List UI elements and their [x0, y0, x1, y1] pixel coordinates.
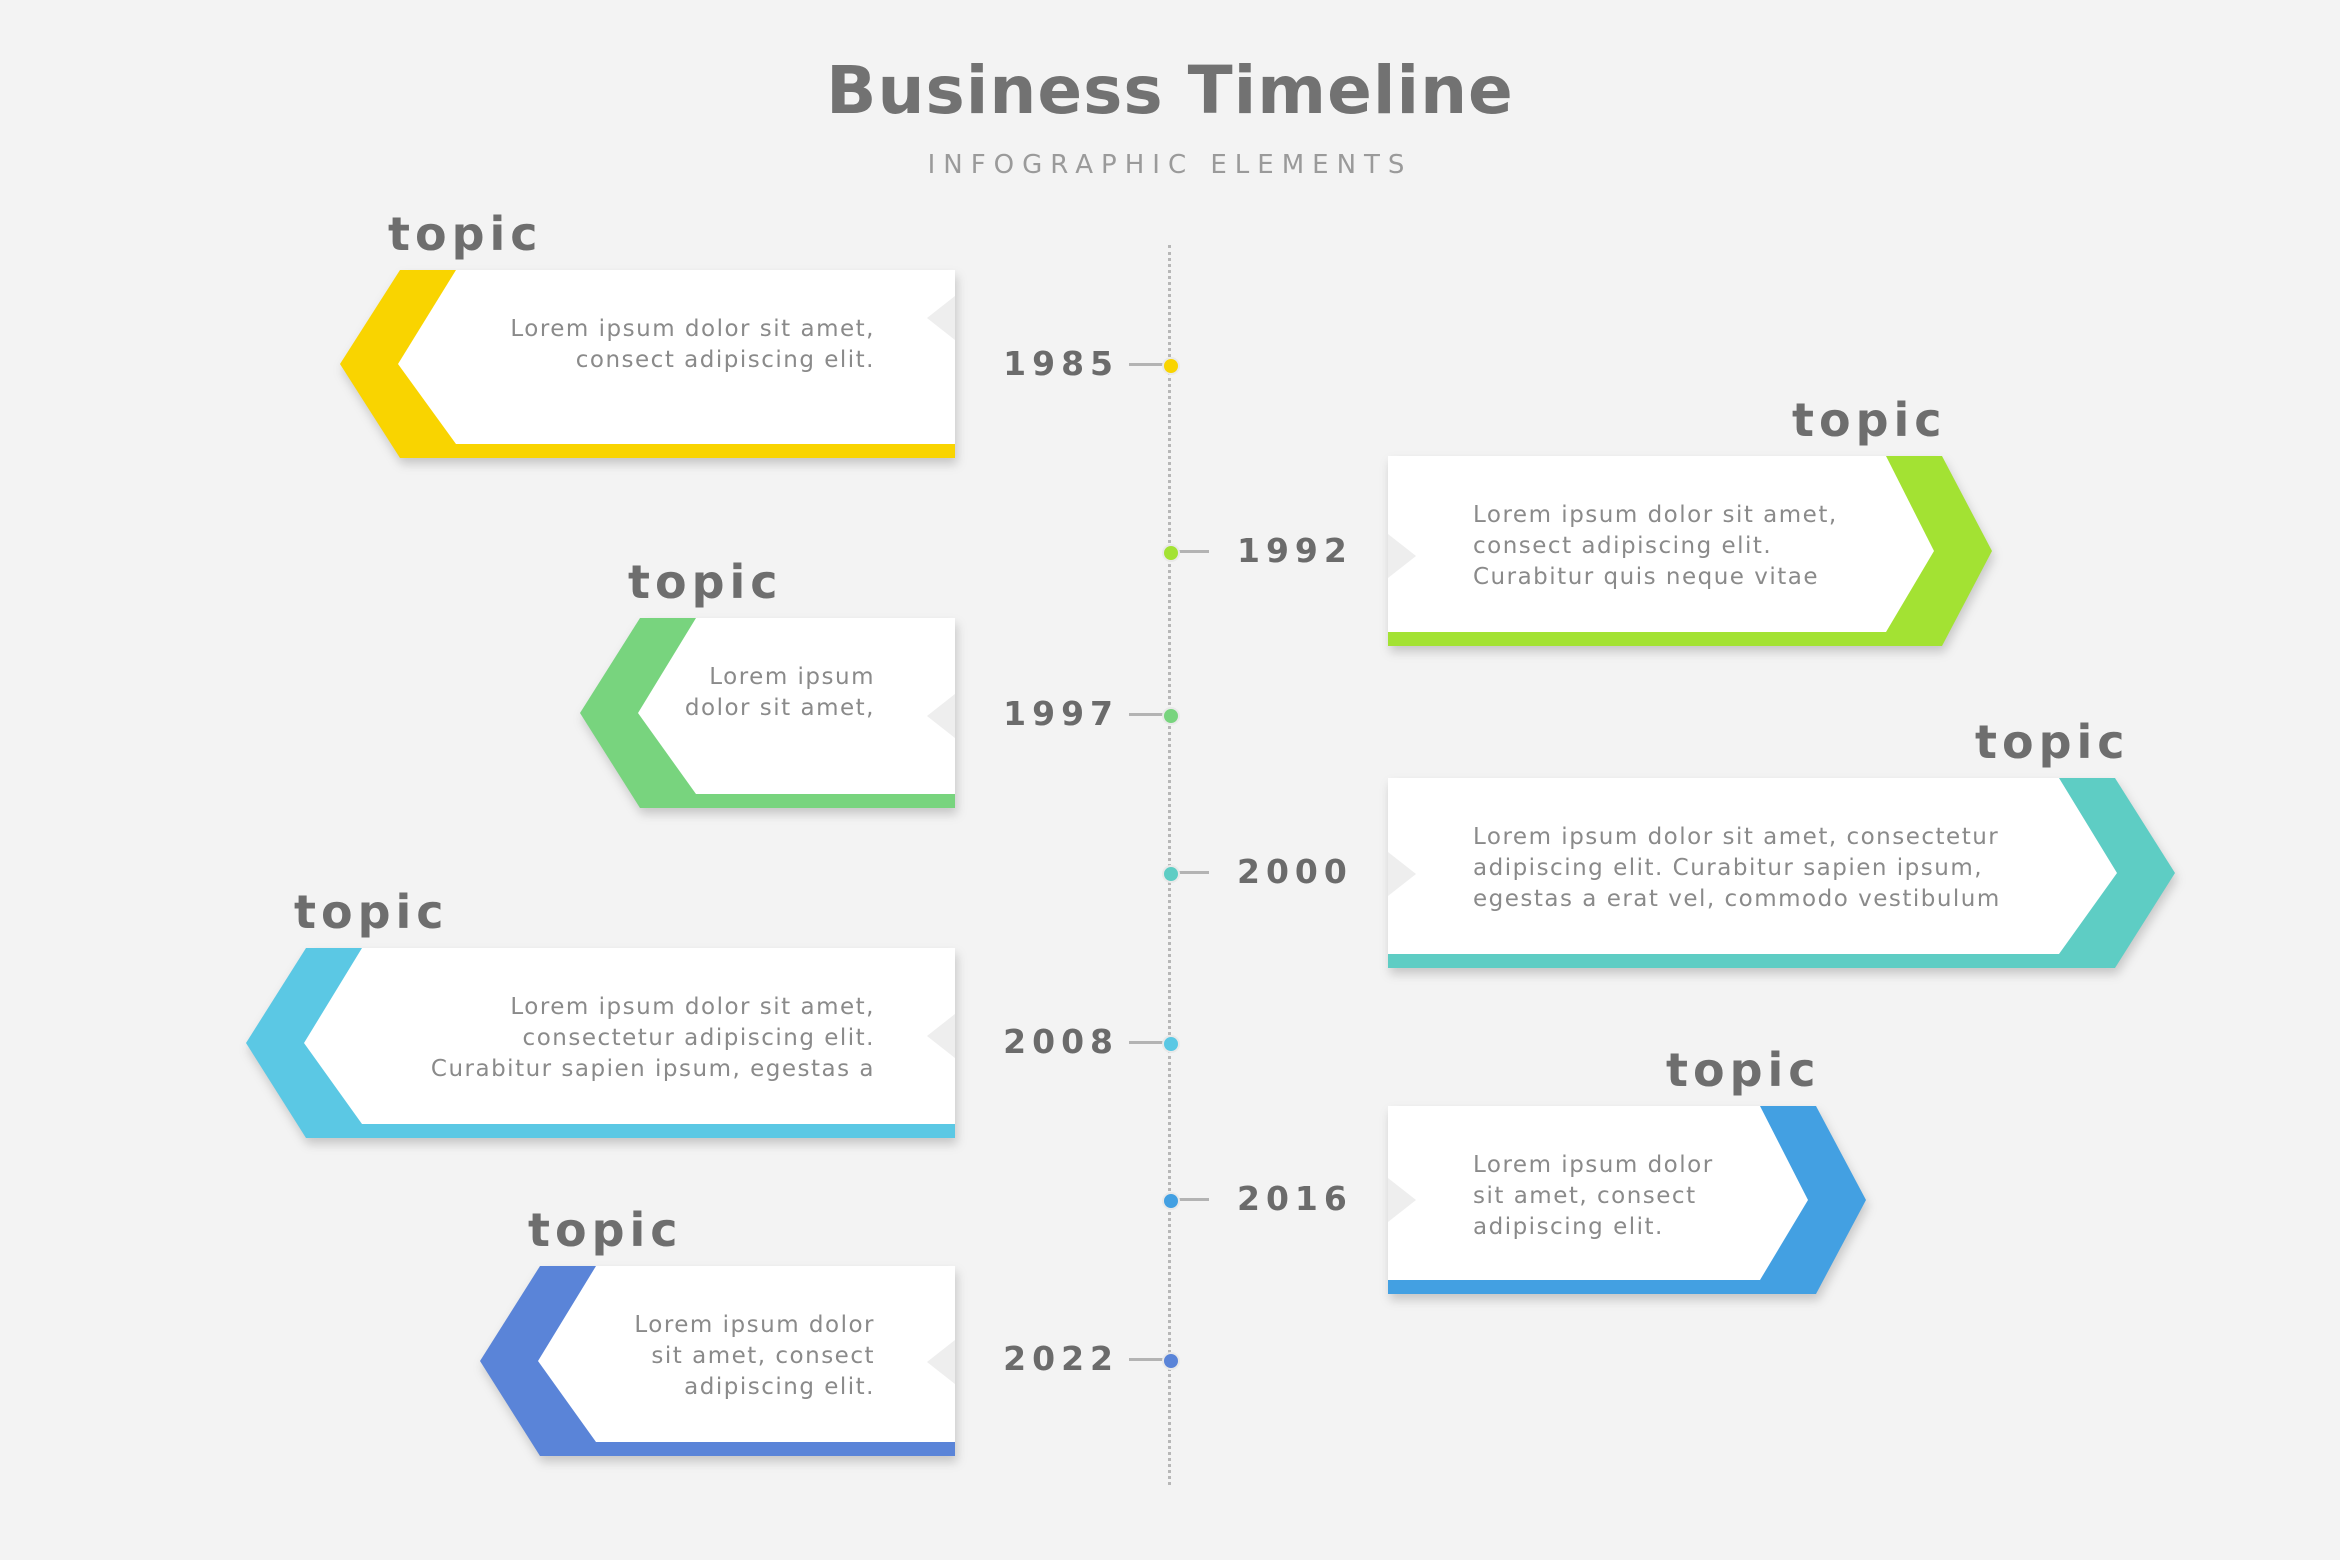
- card-text: Lorem ipsum dolor sit amet, consect adipis…: [1473, 1150, 1714, 1243]
- card-notch: [1388, 534, 1416, 578]
- milestone-topic: topic: [1975, 715, 2130, 769]
- card-text-line: Lorem ipsum dolor sit amet,: [1473, 502, 1838, 528]
- timeline-tick: [1171, 550, 1209, 553]
- card-text-line: Curabitur quis neque vitae: [1473, 564, 1820, 590]
- timeline-dot: [1162, 544, 1180, 562]
- milestone-year: 1997: [1003, 694, 1119, 733]
- card-notch: [1388, 852, 1416, 896]
- card-text-line: Lorem ipsum dolor sit amet, consectetur: [1473, 824, 2000, 850]
- milestone-topic: topic: [294, 885, 449, 939]
- milestone-card: Lorem ipsum dolor sit amet, consectetur a…: [1388, 778, 2175, 968]
- timeline-dot: [1162, 865, 1180, 883]
- card-text: Lorem ipsum dolor sit amet, consectetur a…: [1473, 822, 2001, 915]
- timeline-tick: [1171, 871, 1209, 874]
- timeline-tick: [1129, 363, 1167, 366]
- card-text-line: Curabitur sapien ipsum, egestas a: [430, 1056, 875, 1082]
- milestone-year: 2022: [1003, 1339, 1119, 1378]
- card-text-line: sit amet, consect: [651, 1343, 875, 1369]
- card-shape: [246, 948, 955, 1138]
- card-body: [304, 948, 955, 1124]
- card-text-line: consect adipiscing elit.: [575, 347, 875, 373]
- timeline-tick: [1129, 1041, 1167, 1044]
- milestone-card: Lorem ipsum dolor sit amet, consect adipis…: [1388, 1106, 1866, 1294]
- milestone-card: Lorem ipsum dolor sit amet,: [580, 618, 955, 808]
- card-text-line: consectetur adipiscing elit.: [522, 1025, 875, 1051]
- card-text: Lorem ipsum dolor sit amet,: [685, 662, 875, 724]
- timeline-tick: [1171, 1198, 1209, 1201]
- timeline-tick: [1129, 713, 1167, 716]
- card-text-line: Lorem ipsum dolor sit amet,: [510, 994, 875, 1020]
- milestone-year: 2000: [1237, 852, 1353, 891]
- milestone-topic: topic: [628, 555, 783, 609]
- card-text: Lorem ipsum dolor sit amet, consectetur a…: [431, 992, 875, 1085]
- milestone-topic: topic: [1666, 1043, 1821, 1097]
- card-text-line: Lorem ipsum dolor sit amet,: [510, 316, 875, 342]
- timeline-dot: [1162, 1192, 1180, 1210]
- card-text: Lorem ipsum dolor sit amet, consect adipis…: [634, 1310, 875, 1403]
- card-text-line: adipiscing elit. Curabitur sapien ipsum,: [1473, 855, 1984, 881]
- timeline-dot: [1162, 1035, 1180, 1053]
- milestone-card: Lorem ipsum dolor sit amet, consect adipi…: [340, 270, 955, 458]
- card-text: Lorem ipsum dolor sit amet, consect adipi…: [1473, 500, 1838, 593]
- milestone-year: 1985: [1003, 344, 1119, 383]
- card-text-line: Lorem ipsum dolor: [1473, 1152, 1714, 1178]
- card-text-line: dolor sit amet,: [684, 695, 875, 721]
- milestone-year: 2016: [1237, 1179, 1353, 1218]
- page-subtitle: INFOGRAPHIC ELEMENTS: [927, 150, 1413, 180]
- milestone-topic: topic: [528, 1203, 683, 1257]
- card-text-line: egestas a erat vel, commodo vestibulum: [1473, 886, 2001, 912]
- milestone-card: Lorem ipsum dolor sit amet, consect adipis…: [480, 1266, 955, 1456]
- timeline-dot: [1162, 357, 1180, 375]
- timeline-dot: [1162, 707, 1180, 725]
- milestone-topic: topic: [388, 207, 543, 261]
- card-text-line: Lorem ipsum: [709, 664, 875, 690]
- card-notch: [1388, 1178, 1416, 1222]
- card-body: [398, 270, 955, 444]
- card-shape: [480, 1266, 955, 1456]
- card-text-line: Lorem ipsum dolor: [634, 1312, 875, 1338]
- milestone-year: 2008: [1003, 1022, 1119, 1061]
- card-text-line: consect adipiscing elit.: [1473, 533, 1773, 559]
- timeline-tick: [1129, 1358, 1167, 1361]
- card-text-line: adipiscing elit.: [684, 1374, 875, 1400]
- card-shape: [1388, 1106, 1866, 1294]
- milestone-topic: topic: [1792, 393, 1947, 447]
- card-notch: [927, 1014, 955, 1058]
- card-shape: [1388, 456, 1992, 646]
- card-body: [538, 1266, 955, 1442]
- card-notch: [927, 694, 955, 738]
- milestone-card: Lorem ipsum dolor sit amet, consect adipi…: [1388, 456, 1992, 646]
- card-shape: [580, 618, 955, 808]
- timeline-dot: [1162, 1352, 1180, 1370]
- card-body: [1388, 778, 2117, 954]
- card-body: [1388, 456, 1934, 632]
- card-shape: [340, 270, 955, 458]
- card-body: [638, 618, 955, 794]
- card-body: [1388, 1106, 1808, 1280]
- milestone-year: 1992: [1237, 531, 1353, 570]
- card-text-line: adipiscing elit.: [1473, 1214, 1664, 1240]
- card-text-line: sit amet, consect: [1473, 1183, 1697, 1209]
- card-shape: [1388, 778, 2175, 968]
- card-notch: [927, 1340, 955, 1384]
- card-notch: [927, 296, 955, 340]
- milestone-card: Lorem ipsum dolor sit amet, consectetur a…: [246, 948, 955, 1138]
- card-text: Lorem ipsum dolor sit amet, consect adipi…: [510, 314, 875, 376]
- page-title: Business Timeline: [826, 52, 1514, 129]
